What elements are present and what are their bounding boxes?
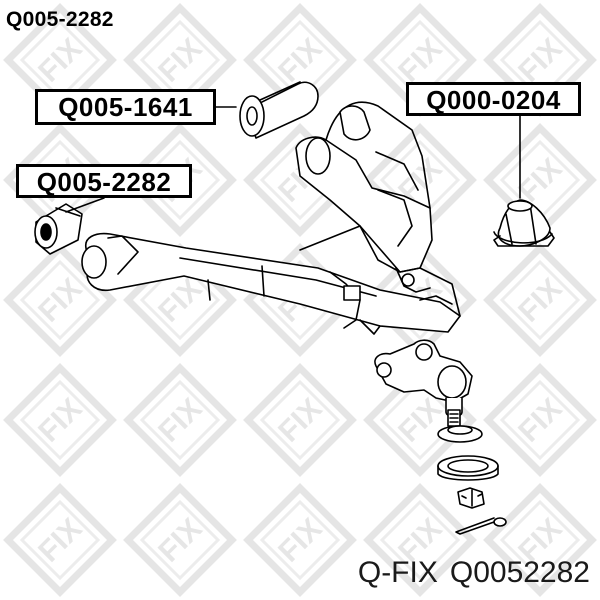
dust-ring-icon xyxy=(437,455,499,481)
footer-part-number: Q0052282 xyxy=(449,556,590,589)
part-number-title: Q005-2282 xyxy=(6,8,114,31)
control-arm-icon xyxy=(81,101,461,335)
callout-label-upper-bushing: Q005-1641 xyxy=(35,89,216,125)
ball-joint-boot-icon xyxy=(493,199,555,247)
castle-nut-icon xyxy=(457,487,485,509)
callout-label-boot: Q000-0204 xyxy=(406,82,581,116)
upper-bushing-icon xyxy=(239,81,319,139)
callout-label-lower-bushing: Q005-2282 xyxy=(16,164,192,198)
leader-line-2282 xyxy=(65,197,105,213)
lower-bushing-icon xyxy=(34,203,83,255)
footer-brand-line: Q-FIX Q0052282 xyxy=(358,556,590,590)
cotter-pin-icon xyxy=(455,517,507,535)
brand-name: Q-FIX xyxy=(357,556,438,589)
ball-joint-icon xyxy=(374,339,483,443)
